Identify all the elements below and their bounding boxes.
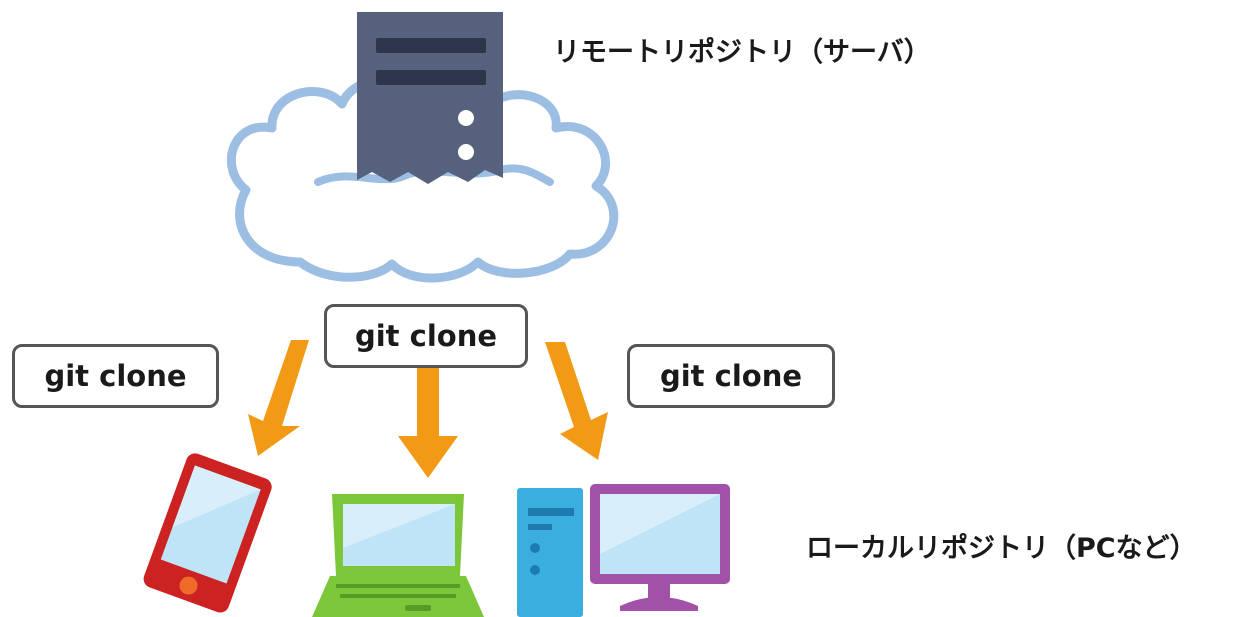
git-clone-label-left: git clone [12, 344, 219, 408]
desktop-pc-icon [517, 488, 583, 617]
server-icon [357, 12, 503, 184]
smartphone-icon [143, 453, 272, 613]
local-repository-label: ローカルリポジトリ（PCなど） [806, 533, 1197, 564]
arrow-icon [398, 364, 458, 478]
laptop-icon [312, 494, 484, 617]
arrow-icon [545, 342, 608, 460]
git-clone-label-center: git clone [324, 304, 528, 368]
remote-repository-label: リモートリポジトリ（サーバ） [553, 37, 931, 68]
git-clone-label-right: git clone [627, 344, 835, 408]
arrow-icon [248, 340, 309, 456]
monitor-icon [590, 484, 730, 611]
